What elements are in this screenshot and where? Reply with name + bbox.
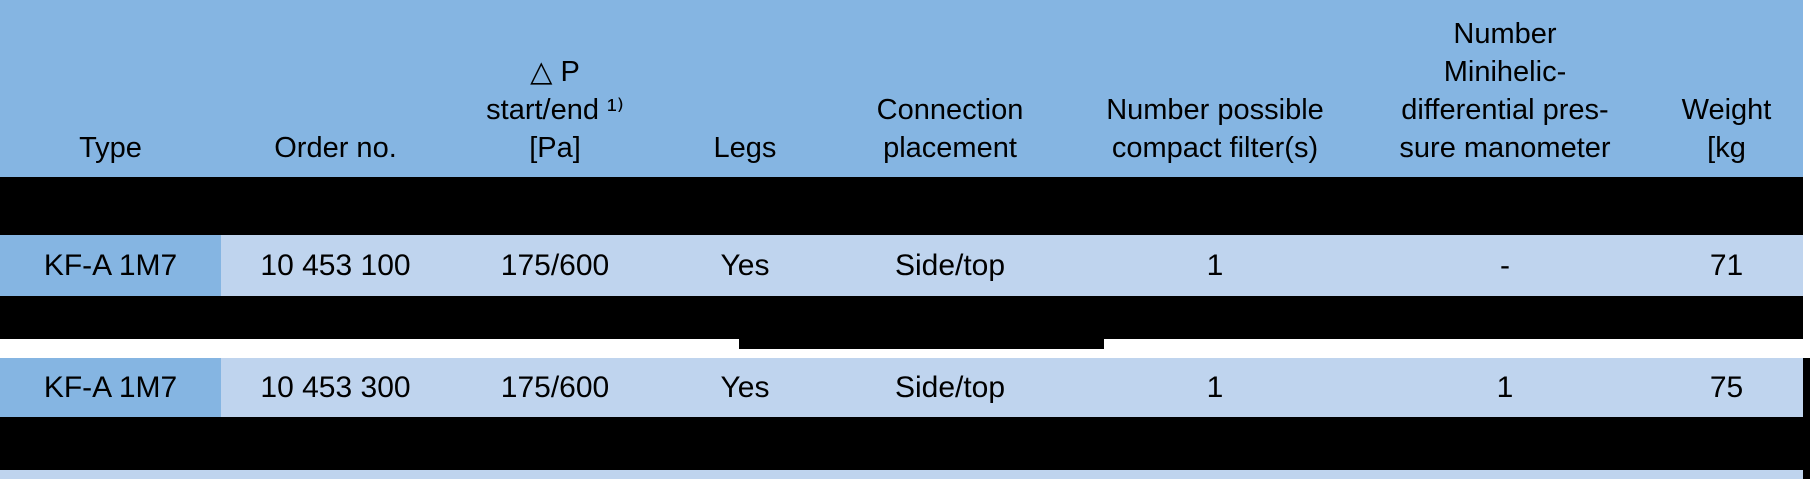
header-weight: Weight [kg — [1681, 94, 1772, 164]
cell-minihelic-manometer: - — [1500, 248, 1510, 282]
separator-band-middle — [0, 296, 1803, 339]
cell-weight: 71 — [1709, 248, 1744, 282]
cell-compact-filters: 1 — [1206, 370, 1224, 404]
cell-legs: Yes — [720, 370, 770, 404]
header-type: Type — [79, 132, 142, 164]
cell-order-no: 10 453 300 — [260, 370, 411, 404]
header-minihelic-manometer: Number Minihelic- differential pres- sur… — [1399, 18, 1611, 164]
separator-band-bottom — [0, 417, 1803, 470]
table-header-row: Type Order no. △ P start/end ¹⁾ [Pa] Leg… — [0, 0, 1803, 177]
header-compact-filters: Number possible compact filter(s) — [1106, 94, 1324, 164]
header-delta-p: △ P start/end ¹⁾ [Pa] — [486, 56, 624, 164]
separator-bar-narrow — [739, 339, 1104, 349]
cell-delta-p: 175/600 — [500, 248, 610, 282]
header-connection-placement: Connection placement — [876, 94, 1024, 164]
table-row: KF-A 1M7 10 453 300 175/600 Yes Side/top… — [0, 358, 1803, 417]
cell-type: KF-A 1M7 — [0, 235, 221, 296]
cell-connection-placement: Side/top — [894, 370, 1006, 404]
table-row: KF-A 1M7 10 453 100 175/600 Yes Side/top… — [0, 235, 1803, 296]
cell-order-no: 10 453 100 — [260, 248, 411, 282]
right-edge-black-fragment — [1803, 358, 1810, 479]
cell-type: KF-A 1M7 — [0, 358, 221, 417]
cell-compact-filters: 1 — [1206, 248, 1224, 282]
cell-delta-p: 175/600 — [500, 370, 610, 404]
cell-connection-placement: Side/top — [894, 248, 1006, 282]
header-legs: Legs — [713, 132, 777, 164]
cell-minihelic-manometer: 1 — [1496, 370, 1514, 404]
header-order-no: Order no. — [274, 132, 397, 164]
cell-legs: Yes — [720, 248, 770, 282]
cell-weight: 75 — [1709, 370, 1744, 404]
separator-band-top — [0, 177, 1803, 235]
bottom-blue-strip — [0, 470, 1803, 479]
